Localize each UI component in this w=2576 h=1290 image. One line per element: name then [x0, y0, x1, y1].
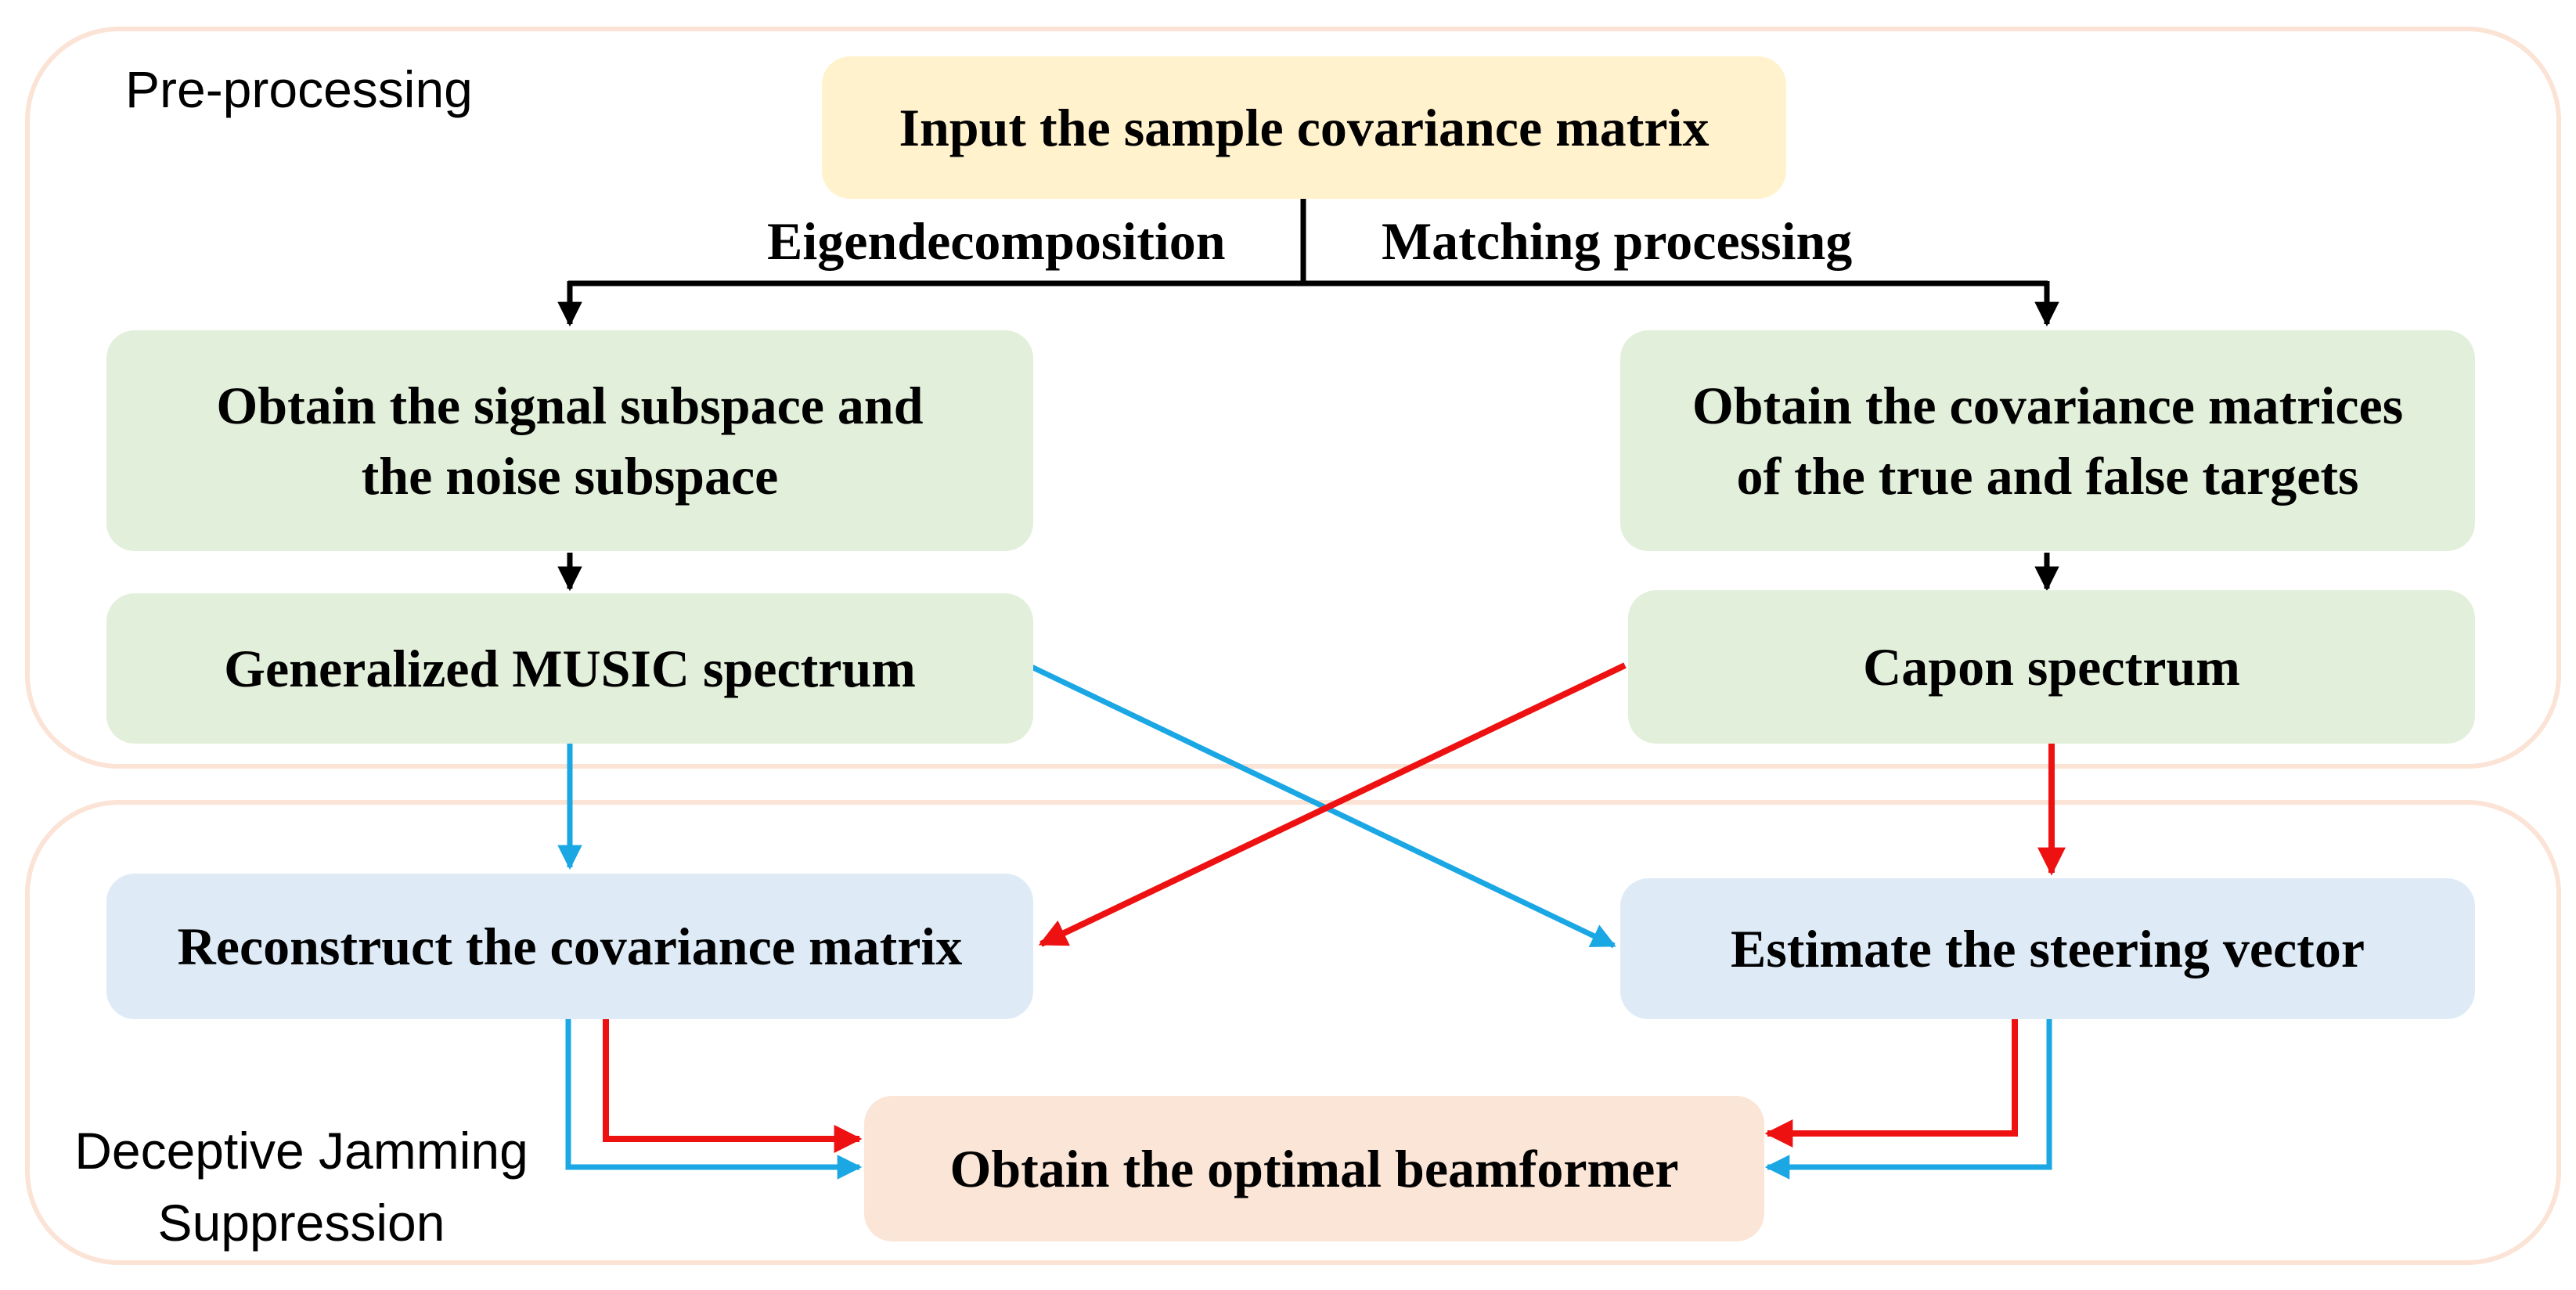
optimal-beamformer-node: Obtain the optimal beamformer — [864, 1096, 1764, 1241]
split-connector — [568, 199, 2048, 286]
true-false-covariance-text: Obtain the covariance matrices of the tr… — [1692, 376, 2404, 506]
eigendecomposition-label: Eigendecomposition — [767, 211, 1226, 271]
music-spectrum-text: Generalized MUSIC spectrum — [224, 639, 916, 698]
input-covariance-text: Input the sample covariance matrix — [899, 98, 1710, 157]
arrow-steering-to-beamformer-blue — [1764, 1019, 2052, 1180]
steering-vector-node: Estimate the steering vector — [1620, 878, 2475, 1019]
preprocessing-region — [25, 27, 2561, 769]
signal-noise-subspace-node: Obtain the signal subspace and the noise… — [106, 330, 1033, 551]
matching-processing-label: Matching processing — [1382, 211, 1853, 271]
capon-spectrum-text: Capon spectrum — [1863, 637, 2240, 697]
arrow-steering-to-beamformer-red — [1764, 1019, 2018, 1148]
input-covariance-node: Input the sample covariance matrix — [822, 56, 1786, 199]
arrow-capon-to-reconstruct — [1038, 662, 1627, 947]
optimal-beamformer-text: Obtain the optimal beamformer — [949, 1139, 1679, 1198]
suppression-label-line1: Deceptive Jamming — [74, 1122, 528, 1180]
arrow-reconstruct-to-beamformer-red — [603, 1019, 863, 1153]
signal-noise-subspace-text: Obtain the signal subspace and the noise… — [216, 376, 924, 506]
preprocessing-region-label: Pre-processing — [125, 60, 473, 118]
suppression-label-line2: Suppression — [157, 1194, 445, 1252]
true-false-covariance-node: Obtain the covariance matrices of the tr… — [1620, 330, 2475, 551]
suppression-region — [25, 800, 2561, 1265]
steering-vector-text: Estimate the steering vector — [1730, 919, 2365, 978]
music-spectrum-node: Generalized MUSIC spectrum — [106, 593, 1033, 744]
capon-spectrum-node: Capon spectrum — [1628, 590, 2475, 744]
suppression-region-label: Deceptive Jamming Suppression — [43, 1115, 560, 1259]
reconstruct-covariance-text: Reconstruct the covariance matrix — [177, 917, 963, 976]
reconstruct-covariance-node: Reconstruct the covariance matrix — [106, 874, 1033, 1019]
arrow-reconstruct-to-beamformer-blue — [565, 1019, 863, 1180]
